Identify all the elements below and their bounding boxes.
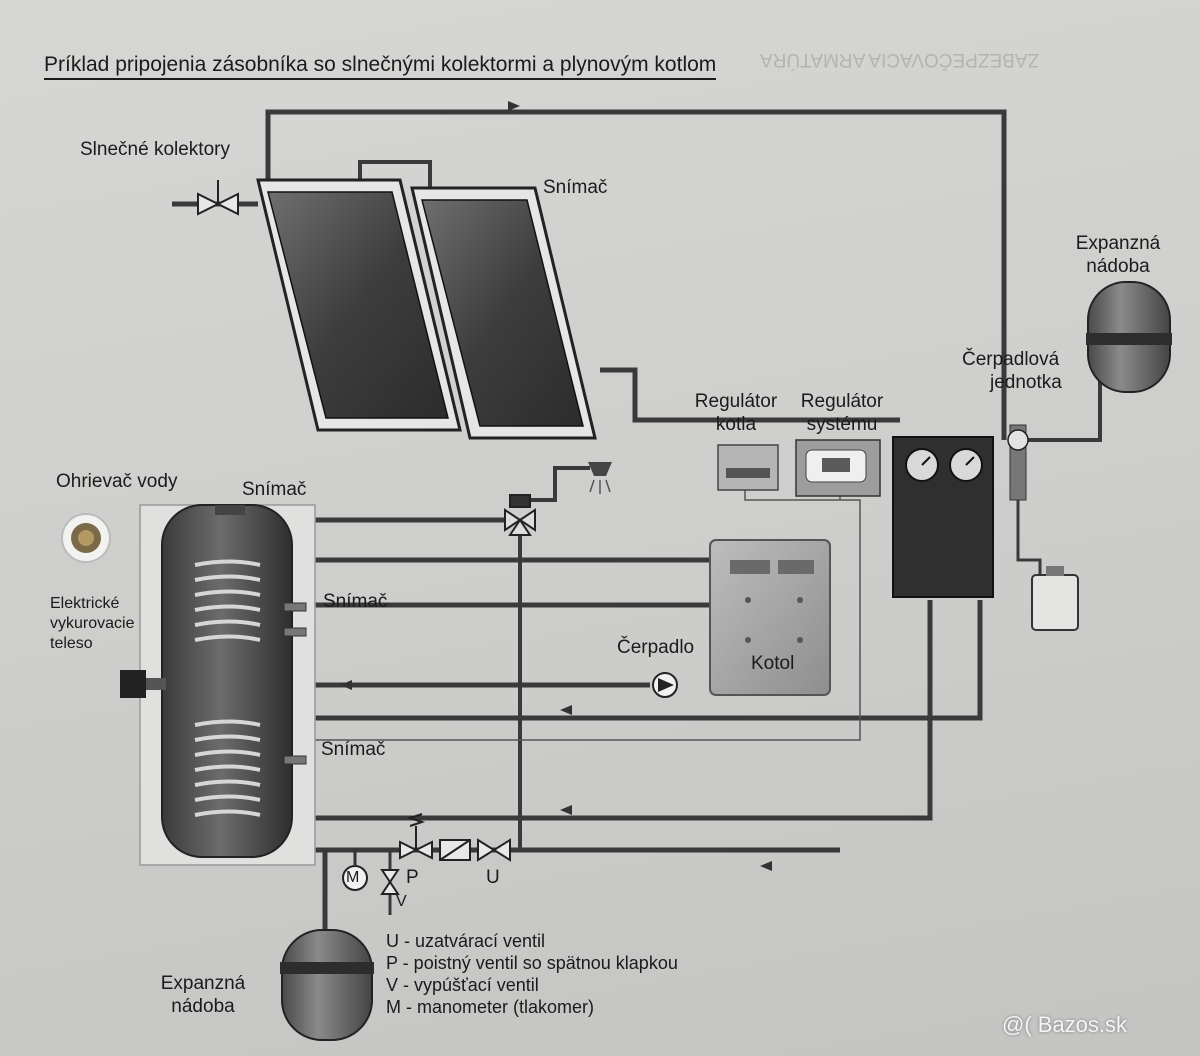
legend: U - uzatvárací ventil P - poistný ventil… [386,930,678,1018]
mark-p: P [406,867,419,888]
label-water-heater: Ohrievač vody [56,471,178,492]
label-sensor-collectors: Snímač [543,177,608,198]
label-sensor-bottom: Snímač [321,739,386,760]
label-boiler-controller: Regulátor kotla [686,390,786,436]
label-pump: Čerpadlo [617,637,695,658]
mark-m: M [346,869,360,886]
label-heater-line1: Elektrické [50,595,120,612]
label-system-reg-line1: Regulátor [800,391,884,412]
label-boiler-reg-line2: kotla [715,414,757,435]
label-boiler: Kotol [751,653,795,674]
label-pump-unit-line1: Čerpadlová [962,349,1060,370]
heater-photo-icon [61,513,111,563]
flow-arrows [340,101,772,871]
label-expansion-line1: Expanzná [1075,233,1161,254]
system-controller-box [795,439,881,497]
collector-valve-icon [197,180,239,216]
check-valve-icon [439,839,471,861]
arrow-bottom-return [760,861,772,871]
expansion-vessel-bottom [280,929,374,1041]
expansion-vessel-top [1086,281,1172,393]
safety-valve-icon [399,813,433,860]
pipe-header [358,160,432,195]
solar-collector-right [410,186,597,440]
solar-collector-left [256,178,462,432]
wire-controllers [155,490,861,741]
pipe-shower [530,466,590,502]
label-pump-unit-line2: jednotka [990,372,1062,393]
label-electric-heater: Elektrické vykurovacie teleso [50,594,134,654]
label-expansion-vessel-top: Expanzná nádoba [1068,232,1168,278]
electric-heater-icon [120,670,166,698]
legend-item: M - manometer (tlakomer) [386,997,595,1017]
pump-unit-gauge-icon [1007,424,1029,501]
label-sensor-top: Snímač [242,479,307,500]
arrow-pump-line [340,680,352,690]
legend-item: P - poistný ventil so spätnou klapkou [386,953,678,973]
arrow-solar-return [560,705,572,715]
legend-item: U - uzatvárací ventil [386,931,546,951]
mark-u: U [486,867,500,888]
boiler-unit [709,539,831,696]
shutoff-valve-icon [477,838,511,862]
shower-head-icon [588,462,612,494]
label-system-controller: Regulátor systému [790,390,894,436]
label-heater-line2: vykurovacie [50,615,135,632]
legend-item: V - vypúšťací ventil [386,975,539,995]
pipe-network [145,109,1102,935]
tank-coil-lower [194,719,261,817]
label-expansion-bottom-line1: Expanzná [160,973,246,994]
arrow-top [508,101,520,111]
mixing-valve-icon [504,494,536,536]
manometer-icon [342,850,368,891]
label-heater-line3: teleso [50,635,93,652]
collection-canister-icon [1031,566,1079,631]
pipe-expansion-top [1020,380,1102,442]
pump-icon [652,672,678,698]
sensor-pins [283,602,307,765]
tank-coil-upper [194,559,261,642]
label-pump-unit: Čerpadlová jednotka [962,348,1062,394]
solar-pump-unit [892,436,994,598]
mark-v: V [396,893,407,910]
pipe-collector-top [265,109,1007,440]
label-solar-collectors: Slnečné kolektory [80,139,230,160]
arrow-solar-return-2 [560,805,572,815]
pipe-collector-return [600,367,900,423]
pipe-drain [1016,500,1042,575]
drain-valve-icon [380,869,400,895]
pipe-solar-return-1 [290,600,983,721]
boiler-controller-box [717,444,779,491]
label-expansion-vessel-bottom: Expanzná nádoba [148,972,258,1018]
watermark: @( Bazos.sk [1002,1012,1128,1037]
label-sensor-middle: Snímač [323,591,388,612]
label-expansion-line2: nádoba [1086,256,1150,277]
label-expansion-bottom-line2: nádoba [171,996,235,1017]
label-system-reg-line2: systému [806,414,878,435]
label-boiler-reg-line1: Regulátor [694,391,778,412]
page-title: Príklad pripojenia zásobníka so slnečným… [44,52,717,80]
pipe-solar-return-2 [290,600,933,821]
